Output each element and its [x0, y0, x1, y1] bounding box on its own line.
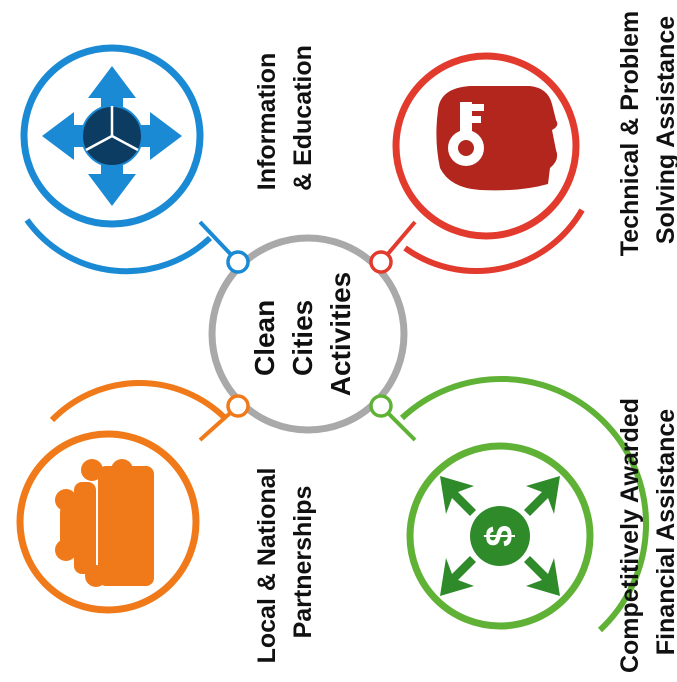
- tech-outer-arc: [403, 208, 585, 274]
- svg-text:Competitively Awarded Fi: Competitively Awarded Financial Assistan…: [616, 391, 677, 673]
- info-label-line-1: Information: [253, 53, 281, 191]
- partner-label-line-1: Local & National: [253, 468, 281, 664]
- tech-label-line-1: Technical & Problem: [616, 11, 644, 256]
- svg-text:Local & National Partner: Local & National Partnerships: [253, 461, 317, 664]
- center-line-3: Activities: [325, 272, 356, 397]
- hub-dot-information: [226, 250, 250, 274]
- center-hub: Clean Cities Activities: [208, 234, 408, 434]
- info-outer-arc: [24, 218, 213, 275]
- fin-outer-arc: [399, 375, 650, 633]
- partner-outer-ring: [16, 430, 200, 614]
- svg-text:$: $: [479, 525, 521, 546]
- svg-text:Information & Education: Information & Education: [253, 45, 317, 191]
- svg-text:Clean Cities Activ: Clean Cities Activities: [249, 272, 356, 397]
- fin-outer-ring: [406, 442, 594, 630]
- tech-outer-ring: [392, 52, 580, 240]
- fin-label-line-1: Competitively Awarded: [616, 398, 644, 673]
- fin-label-line-2: Financial Assistance: [652, 409, 677, 655]
- svg-text:Technical & Problem Solv: Technical & Problem Solving Assistance: [616, 4, 677, 256]
- node-partnerships: Local & National Partnerships: [16, 380, 317, 664]
- partner-outer-arc: [49, 380, 228, 423]
- hub-dot-partnerships: [226, 394, 250, 418]
- center-line-1: Clean: [249, 300, 280, 376]
- key-head-icon: [436, 86, 558, 191]
- people-group-icon: [55, 459, 154, 587]
- node-financial: $ Competitively Awarded Financial Assist…: [399, 375, 677, 673]
- node-technical: Technical & Problem Solving Assistance: [392, 4, 677, 274]
- four-arrows-pie-icon: [42, 66, 182, 206]
- dollar-arrows-icon: $: [440, 476, 560, 596]
- hub-ring: [208, 234, 408, 434]
- hub-dot-financial: [369, 394, 393, 418]
- info-outer-ring: [20, 44, 204, 228]
- node-information: Information & Education: [20, 44, 317, 275]
- info-label-line-2: & Education: [289, 45, 317, 191]
- hub-dot-technical: [369, 250, 393, 274]
- partner-label-line-2: Partnerships: [289, 486, 317, 639]
- center-line-2: Cities: [287, 300, 318, 376]
- tech-label-line-2: Solving Assistance: [652, 16, 677, 244]
